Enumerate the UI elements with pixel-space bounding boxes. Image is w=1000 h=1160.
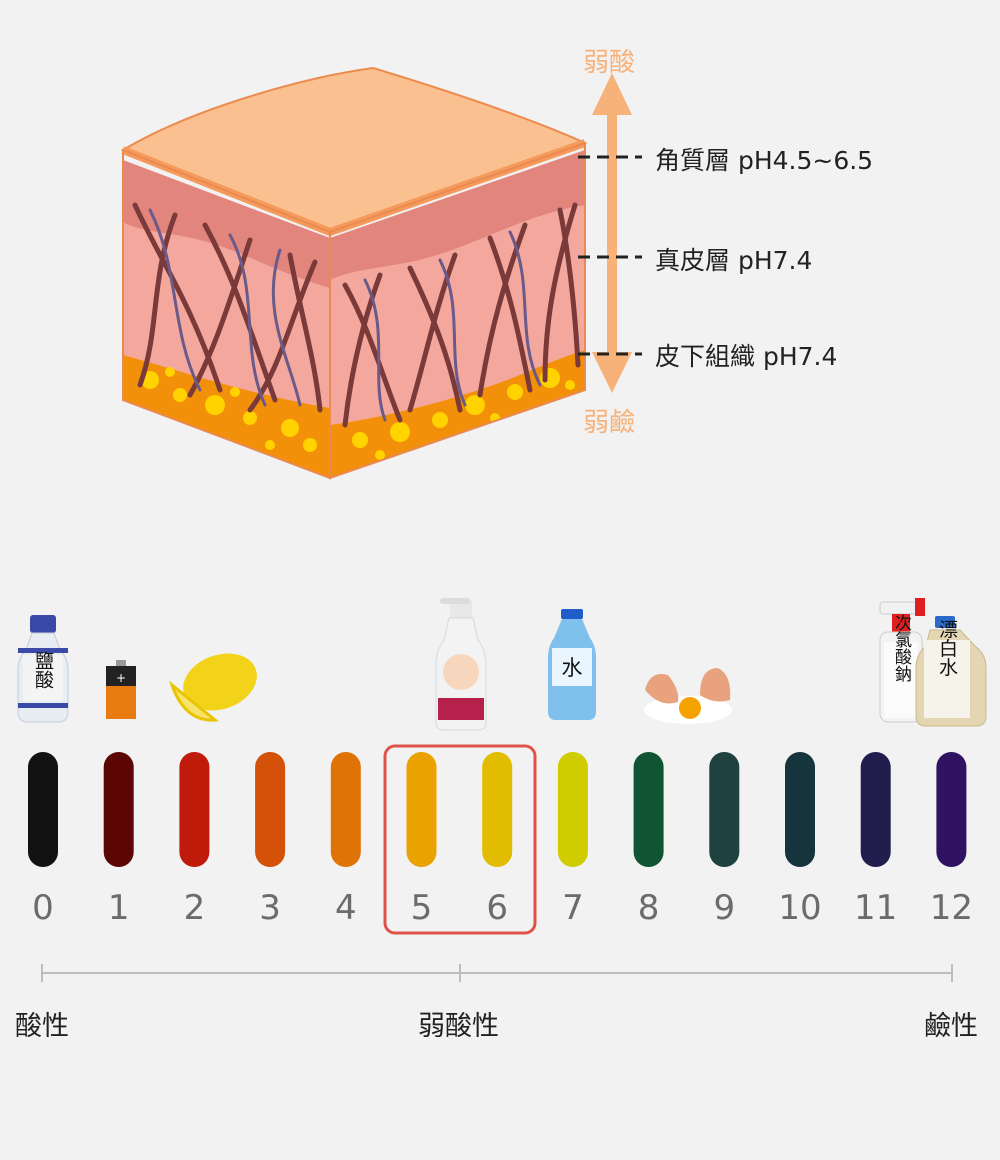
ph-number-0: 0 — [32, 888, 54, 928]
hydrochloric-acid-bottle: 鹽酸 — [17, 615, 69, 723]
hypochlorite-label: 次氯酸鈉 — [891, 614, 912, 683]
label-alkaline: 鹼性 — [924, 1011, 978, 1042]
ph-capsule-5 — [406, 752, 437, 867]
ph-number-3: 3 — [259, 888, 281, 928]
bleach-label: 漂白水 — [936, 619, 958, 676]
ph-capsule-1 — [103, 752, 134, 867]
ph-capsule-6 — [482, 752, 513, 867]
ph-number-1: 1 — [107, 888, 130, 928]
ph-number-8: 8 — [637, 888, 660, 928]
arrow-bottom-label: 弱鹼 — [583, 408, 636, 438]
ph-capsule-12 — [936, 752, 967, 867]
weak-acid-highlight-box — [383, 744, 537, 935]
arrow-shaft — [607, 112, 617, 362]
spray-bottle: 次氯酸鈉 — [879, 598, 925, 723]
ph-capsule-0 — [28, 752, 58, 867]
ph-number-6: 6 — [486, 888, 508, 928]
battery: + — [106, 660, 136, 719]
ph-number-12: 12 — [929, 888, 974, 928]
acid-alkaline-axis — [41, 964, 953, 982]
ph-capsule-4 — [330, 752, 361, 867]
ph-scale — [28, 744, 967, 935]
ph-number-9: 9 — [713, 888, 736, 928]
ph-number-11: 11 — [854, 888, 898, 928]
svg-text:+: + — [116, 671, 126, 685]
water-label: 水 — [562, 656, 583, 680]
cracked-egg — [644, 668, 732, 724]
arrow-head-down — [592, 352, 632, 393]
bleach-jug: 漂白水 — [915, 616, 987, 727]
water-bottle: 水 — [548, 609, 596, 720]
label-acidic: 酸性 — [15, 1011, 69, 1042]
ph-capsule-11 — [860, 752, 891, 867]
baby-wash-bottle — [435, 598, 487, 731]
ph-capsule-10 — [785, 752, 815, 867]
ph-number-2: 2 — [183, 888, 206, 928]
ph-number-5: 5 — [410, 888, 433, 928]
label-stratum-corneum: 角質層 pH4.5~6.5 — [655, 146, 874, 175]
label-subcutaneous: 皮下組織 pH7.4 — [655, 342, 838, 371]
ph-capsule-2 — [179, 752, 210, 867]
ph-number-10: 10 — [778, 888, 822, 928]
ph-capsule-8 — [633, 752, 664, 867]
arrow-head-up — [592, 73, 632, 115]
ph-number-7: 7 — [562, 888, 584, 928]
label-weak-acidic: 弱酸性 — [418, 1011, 499, 1042]
skin-top-surface — [120, 66, 588, 234]
ph-number-4: 4 — [334, 888, 357, 928]
skin-cross-section — [120, 66, 642, 480]
ph-capsule-9 — [709, 752, 740, 867]
ph-item-illustrations: 鹽酸 + 水 — [17, 598, 987, 731]
ph-capsule-7 — [557, 752, 588, 867]
label-dermis: 真皮層 pH7.4 — [655, 246, 813, 275]
lemon — [168, 653, 257, 722]
ph-capsule-3 — [255, 752, 286, 867]
hydrochloric-acid-label: 鹽酸 — [32, 651, 54, 689]
arrow-top-label: 弱酸 — [583, 48, 636, 78]
